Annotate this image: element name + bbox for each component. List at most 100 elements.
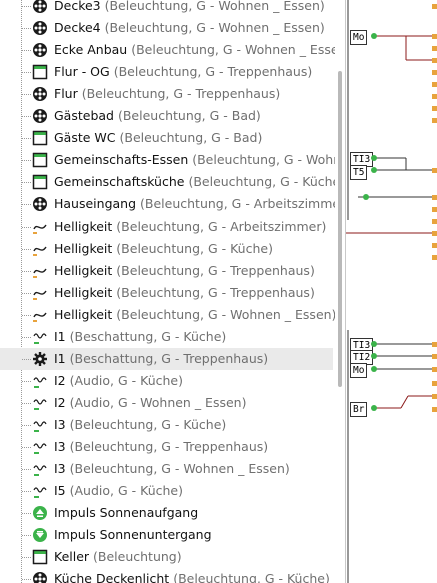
input-icon	[32, 417, 48, 433]
object-category: (Beleuchtung, G - Treppenhaus)	[113, 64, 313, 80]
object-name: Gäste WC	[54, 130, 116, 146]
input-port-icon[interactable]	[432, 34, 437, 39]
tree-item[interactable]: Decke3 (Beleuchtung, G - Wohnen _ Essen)	[0, 0, 333, 17]
input-port-icon[interactable]	[432, 46, 437, 51]
object-name: I2	[54, 394, 66, 410]
graph-node-label[interactable]: Br	[350, 402, 368, 417]
tree-item-label: I3 (Beleuchtung, G - Treppenhaus)	[54, 436, 268, 458]
input-port-icon[interactable]	[432, 207, 437, 212]
tree-item[interactable]: Gästebad (Beleuchtung, G - Bad)	[0, 105, 333, 127]
tree-item-label: Hauseingang (Beleuchtung, G - Arbeitszim…	[54, 193, 335, 215]
tree-scrollbar[interactable]	[338, 71, 342, 387]
object-category: (Audio, G - Küche)	[69, 483, 183, 499]
output-connector-icon[interactable]	[371, 405, 377, 411]
tree-item[interactable]: Helligkeit (Beleuchtung, G - Wohnen _ Es…	[0, 304, 335, 326]
tree-item[interactable]: Impuls Sonnenaufgang	[0, 502, 333, 524]
tree-item[interactable]: Gäste WC (Beleuchtung, G - Bad)	[0, 127, 333, 149]
tree-item-label: Impuls Sonnenuntergang	[54, 524, 212, 546]
tree-item-label: Ecke Anbau (Beleuchtung, G - Wohnen _ Es…	[54, 39, 335, 61]
input-port-icon[interactable]	[432, 195, 437, 200]
tree-item[interactable]: I1 (Beschattung, G - Küche)	[0, 326, 333, 348]
bulb-icon	[32, 196, 48, 212]
tree-item[interactable]: Helligkeit (Beleuchtung, G - Küche)	[0, 238, 333, 260]
tree-item[interactable]: Gemeinschafts-Essen (Beleuchtung, G - Wo…	[0, 149, 335, 171]
tree-branch-line	[22, 138, 31, 140]
tree-item-label: Gäste WC (Beleuchtung, G - Bad)	[54, 127, 262, 149]
tree-branch-line	[22, 557, 31, 559]
tree-item[interactable]: I3 (Beleuchtung, G - Küche)	[0, 414, 333, 436]
tree-item[interactable]: Impuls Sonnenuntergang	[0, 524, 333, 546]
tree-item[interactable]: Keller (Beleuchtung)	[0, 546, 333, 568]
graph-node-label[interactable]: Mo	[350, 30, 368, 45]
input-port-icon[interactable]	[432, 255, 437, 260]
output-connector-icon[interactable]	[371, 341, 377, 347]
tree-item[interactable]: Flur (Beleuchtung, G - Treppenhaus)	[0, 83, 333, 105]
brightness-icon	[32, 263, 48, 279]
tree-branch-line	[22, 50, 31, 52]
output-connector-icon[interactable]	[363, 194, 369, 200]
input-port-icon[interactable]	[432, 82, 437, 87]
tree-item[interactable]: Helligkeit (Beleuchtung, G - Treppenhaus…	[0, 260, 333, 282]
input-port-icon[interactable]	[432, 4, 437, 9]
output-connector-icon[interactable]	[371, 366, 377, 372]
input-port-icon[interactable]	[432, 381, 437, 386]
input-port-icon[interactable]	[432, 407, 437, 412]
tree-item[interactable]: Helligkeit (Beleuchtung, G - Arbeitszimm…	[0, 216, 333, 238]
tree-item[interactable]: Helligkeit (Beleuchtung, G - Treppenhaus…	[0, 282, 333, 304]
panel-divider[interactable]	[345, 0, 346, 583]
object-category: (Beleuchtung, G - Wohnen _ Essen)	[192, 152, 335, 168]
tree-item-label: I2 (Audio, G - Küche)	[54, 370, 183, 392]
input-port-icon[interactable]	[432, 94, 437, 99]
tree-item[interactable]: Ecke Anbau (Beleuchtung, G - Wohnen _ Es…	[0, 39, 335, 61]
object-category: (Beleuchtung, G - Wohnen _ Essen)	[116, 306, 335, 322]
input-port-icon[interactable]	[432, 70, 437, 75]
graph-node-label[interactable]: Mo	[350, 363, 368, 378]
tree-item-label: Keller (Beleuchtung)	[54, 546, 182, 568]
output-connector-icon[interactable]	[371, 353, 377, 359]
input-port-icon[interactable]	[432, 243, 437, 248]
tree-item[interactable]: Küche Deckenlicht (Beleuchtung, G - Küch…	[0, 568, 333, 583]
tree-item[interactable]: Hauseingang (Beleuchtung, G - Arbeitszim…	[0, 193, 335, 215]
tree-item[interactable]: I2 (Audio, G - Wohnen _ Essen)	[0, 392, 333, 414]
tree-item[interactable]: Decke4 (Beleuchtung, G - Wohnen _ Essen)	[0, 17, 333, 39]
object-category: (Beleuchtung)	[93, 549, 182, 565]
object-name: Keller	[54, 549, 90, 565]
output-connector-icon[interactable]	[371, 167, 377, 173]
graph-node-label[interactable]: T5	[350, 165, 368, 180]
input-port-icon[interactable]	[432, 168, 437, 173]
tree-item-label: Decke3 (Beleuchtung, G - Wohnen _ Essen)	[54, 0, 325, 17]
input-port-icon[interactable]	[432, 354, 437, 359]
tree-item[interactable]: I5 (Audio, G - Küche)	[0, 480, 333, 502]
tree-item[interactable]: I1 (Beschattung, G - Treppenhaus)	[0, 347, 333, 370]
brightness-icon	[32, 285, 48, 301]
input-port-icon[interactable]	[432, 219, 437, 224]
object-category: (Beleuchtung, G - Arbeitszimmer)	[140, 196, 335, 212]
logic-graph-canvas[interactable]: Mo TI3 T5 TI3 TI2 Mo Br	[346, 0, 437, 583]
input-port-icon[interactable]	[432, 231, 437, 236]
output-connector-icon[interactable]	[371, 33, 377, 39]
tree-branch-line	[22, 116, 31, 118]
input-port-icon[interactable]	[432, 342, 437, 347]
tree-branch-line	[22, 182, 31, 184]
input-port-icon[interactable]	[432, 58, 437, 63]
object-category: (Beleuchtung, G - Wohnen _ Essen)	[69, 461, 290, 477]
output-connector-icon[interactable]	[371, 155, 377, 161]
input-port-icon[interactable]	[432, 106, 437, 111]
object-category: (Beleuchtung, G - Arbeitszimmer)	[116, 218, 327, 234]
input-port-icon[interactable]	[432, 367, 437, 372]
tree-item-label: I1 (Beschattung, G - Treppenhaus)	[54, 348, 268, 370]
tree-branch-line	[22, 447, 31, 448]
tree-branch-line	[22, 579, 31, 581]
tree-branch-line	[22, 94, 31, 96]
tree-item-label: I3 (Beleuchtung, G - Küche)	[54, 414, 226, 436]
tree-item[interactable]: I2 (Audio, G - Küche)	[0, 370, 333, 392]
tree-item[interactable]: Gemeinschaftsküche (Beleuchtung, G - Küc…	[0, 171, 335, 193]
tree-item[interactable]: I3 (Beleuchtung, G - Wohnen _ Essen)	[0, 458, 333, 480]
tree-item[interactable]: I3 (Beleuchtung, G - Treppenhaus)	[0, 436, 333, 458]
tree-item[interactable]: Flur - OG (Beleuchtung, G - Treppenhaus)	[0, 61, 333, 83]
input-port-icon[interactable]	[432, 394, 437, 399]
object-name: I3	[54, 416, 66, 432]
tree-branch-line	[22, 248, 31, 250]
graph-wires	[346, 0, 434, 583]
input-port-icon[interactable]	[432, 118, 437, 123]
